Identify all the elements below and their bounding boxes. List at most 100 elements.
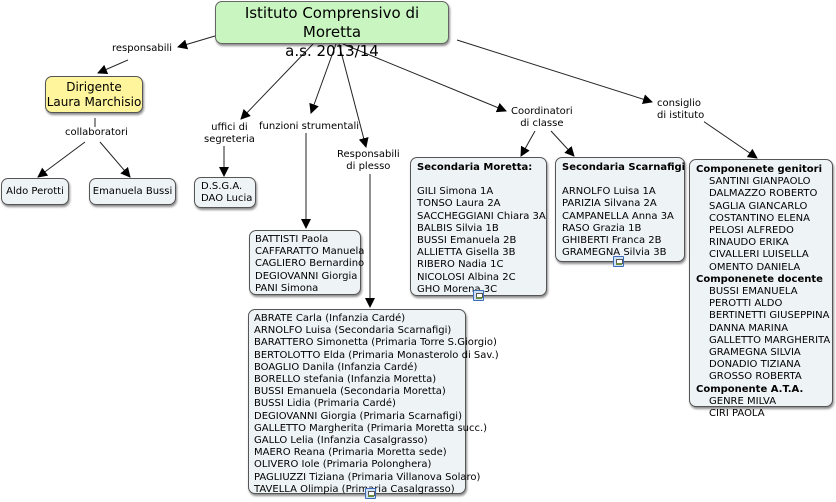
- list-item: PAGLIUZZI Tiziana (Primaria Villanova So…: [254, 471, 481, 483]
- list-item: GENRE MILVA: [709, 395, 777, 407]
- list-item: GALLO Lelia (Infanzia Casalgrasso): [254, 435, 428, 447]
- list-item: DEGIOVANNI Giorgia (Primaria Scarnafigi): [254, 410, 462, 422]
- segreteria-role: D.S.G.A.: [201, 181, 243, 192]
- collaboratore-node[interactable]: Aldo Perotti: [1, 178, 69, 205]
- list-item: CIRI PAOLA: [709, 408, 765, 420]
- list-item: SANTINI GIANPAOLO: [709, 176, 811, 188]
- root-node[interactable]: Istituto Comprensivo di Moretta a.s. 201…: [215, 1, 449, 60]
- section-title: Componenete docente: [696, 273, 823, 285]
- link-root-consiglio: [456, 39, 653, 105]
- link-root-funzioni: [309, 43, 337, 114]
- spacer: [562, 174, 684, 186]
- dirigente-role: Dirigente: [66, 80, 122, 94]
- label-plesso-line2: di plesso: [346, 161, 391, 172]
- dirigente-name: Laura Marchisio: [46, 95, 142, 109]
- list-item: BUSSI Lidia (Primaria Cardé): [254, 398, 396, 410]
- list-item: NICOLOSI Albina 2C: [417, 271, 516, 283]
- list-item: GILI Simona 1A: [417, 186, 494, 198]
- list-item: GHIBERTI Franca 2B: [562, 235, 662, 247]
- list-item: PARIZIA Silvana 2A: [562, 198, 657, 210]
- list-item: GALLETTO Margherita (Primaria Moretta su…: [254, 422, 488, 434]
- label-uffici-line1: uffici di: [211, 122, 248, 133]
- list-item: TAVELLA Olimpia (Primaria Casalgrasso): [254, 483, 455, 495]
- list-item: DANNA MARINA: [709, 322, 789, 334]
- root-title: Istituto Comprensivo di Moretta: [244, 4, 420, 41]
- link-collab-aldo: [37, 141, 86, 178]
- concept-map-resource-icon[interactable]: [473, 290, 484, 301]
- list-item: RASO Grazia 1B: [562, 222, 642, 234]
- responsabili-plesso-list[interactable]: ABRATE Carla (Infanzia Cardé)ARNOLFO Lui…: [248, 309, 499, 495]
- list-item: ARNOLFO Luisa 1A: [562, 186, 656, 198]
- list-item: MAERO Reana (Primaria Moretta sede): [254, 447, 447, 459]
- list-item: BUSSI Emanuela (Secondaria Moretta): [254, 386, 446, 398]
- list-item: SACCHEGGIANI Chiara 3A: [417, 210, 546, 222]
- link-root-responsabili: [177, 35, 216, 50]
- list-item: BORELLO stefania (Infanzia Moretta): [254, 374, 437, 386]
- list-item: SAGLIA GIANCARLO: [709, 200, 808, 212]
- list-item: BUSSI EMANUELA: [709, 286, 798, 298]
- list-item: PANI Simona: [255, 282, 319, 294]
- segreteria-node[interactable]: D.S.G.A. DAO Lucia: [194, 177, 256, 208]
- list-item: OMENTO DANIELA: [709, 261, 801, 273]
- label-consiglio-istituto: consiglio di istituto: [657, 98, 705, 122]
- list-item: RINAUDO ERIKA: [709, 237, 789, 249]
- list-item: PEROTTI ALDO: [709, 298, 783, 310]
- link-root-plesso: [338, 43, 369, 148]
- label-coordinatori-classe: Coordinatori di classe: [511, 106, 573, 130]
- list-item: BARATTERO Simonetta (Primaria Torre S.Gi…: [254, 337, 497, 349]
- list-item: OLIVERO Iole (Primaria Polonghera): [254, 459, 432, 471]
- link-responsabili-dirigente: [97, 59, 129, 75]
- label-responsabili-plesso: Responsabili di plesso: [337, 149, 400, 173]
- list-item: GRAMEGNA Silvia 3B: [562, 247, 667, 259]
- list-item: DONADIO TIZIANA: [709, 359, 801, 371]
- list-item: BERTINETTI GIUSEPPINA: [709, 310, 830, 322]
- list-item: GROSSO ROBERTA: [709, 371, 802, 383]
- list-item: DEGIOVANNI Giorgia: [255, 270, 358, 282]
- label-consiglio-line1: consiglio: [657, 98, 701, 109]
- list-title: Secondaria Moretta:: [417, 162, 533, 173]
- link-coord-scarnafigi: [550, 130, 575, 157]
- list-item: GRAMEGNA SILVIA: [709, 347, 801, 359]
- list-item: CIVALLERI LUISELLA: [709, 249, 809, 261]
- label-uffici-segreteria: uffici di segreteria: [204, 122, 255, 146]
- list-item: CAMPANELLA Anna 3A: [562, 210, 674, 222]
- list-item: BATTISTI Paola: [255, 234, 329, 245]
- spacer: [417, 174, 546, 186]
- section-title: Componente A.T.A.: [696, 383, 804, 395]
- label-coordinatori-line1: Coordinatori: [511, 106, 573, 117]
- list-title: Secondaria Scarnafigi: [562, 162, 686, 173]
- label-collaboratori: collaboratori: [65, 127, 128, 139]
- section-title: Componenete genitori: [696, 164, 823, 175]
- label-uffici-line2: segreteria: [204, 134, 255, 145]
- collaboratore-node[interactable]: Emanuela Bussi: [89, 178, 176, 205]
- list-item: GHO Morena 3C: [417, 283, 498, 295]
- link-collab-emanuela: [99, 141, 131, 178]
- label-funzioni-strumentali: funzioni strumentali: [259, 121, 360, 133]
- concept-map-resource-icon[interactable]: [365, 488, 376, 499]
- label-plesso-line1: Responsabili: [337, 149, 400, 160]
- list-item: TONSO Laura 2A: [417, 198, 501, 210]
- label-consiglio-line2: di istituto: [657, 110, 705, 121]
- concept-map-resource-icon[interactable]: [613, 256, 624, 267]
- collaboratore-name: Emanuela Bussi: [92, 186, 173, 197]
- link-consiglio-list: [702, 120, 758, 159]
- list-item: BALBIS Silvia 1B: [417, 222, 499, 234]
- list-item: CAFFARATTO Manuela: [255, 246, 365, 258]
- list-item: GALLETTO MARGHERITA: [709, 334, 831, 346]
- segreteria-name: DAO Lucia: [201, 193, 253, 205]
- list-item: COSTANTINO ELENA: [709, 212, 810, 224]
- list-item: DALMAZZO ROBERTO: [709, 188, 818, 200]
- label-coordinatori-line2: di classe: [520, 118, 564, 129]
- link-coord-moretta: [520, 130, 536, 157]
- list-item: ARNOLFO Luisa (Secondaria Scarnafigi): [254, 325, 452, 337]
- link-root-coordinatori: [342, 43, 507, 113]
- label-responsabili: responsabili: [112, 43, 173, 55]
- dirigente-node[interactable]: Dirigente Laura Marchisio: [45, 76, 143, 113]
- list-item: ALLIETTA Gisella 3B: [417, 247, 516, 259]
- list-item: PELOSI ALFREDO: [709, 225, 794, 237]
